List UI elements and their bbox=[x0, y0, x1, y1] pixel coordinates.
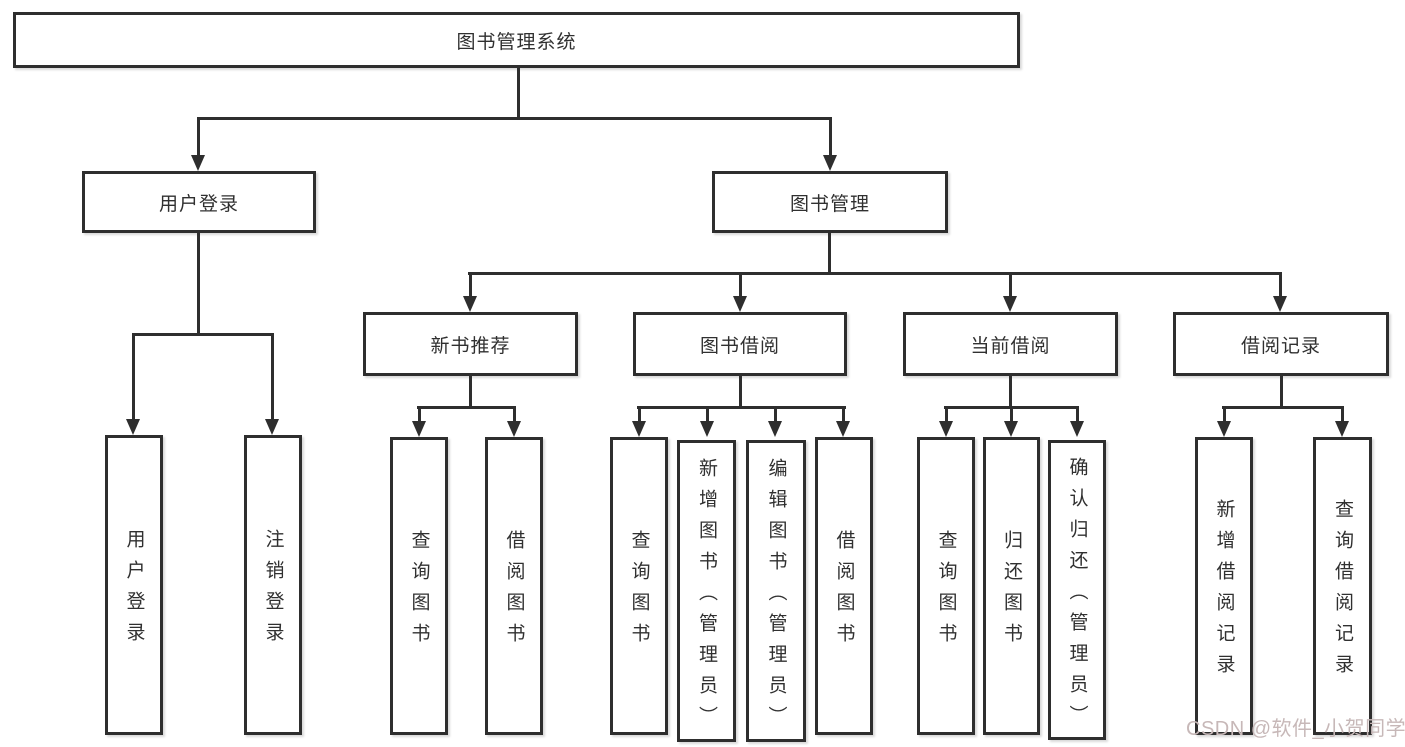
arrowhead-icon bbox=[191, 155, 205, 171]
node-book-management: 图书管理 bbox=[712, 171, 948, 233]
arrowhead-icon bbox=[463, 296, 477, 312]
arrowhead-icon bbox=[1003, 296, 1017, 312]
connector-line bbox=[637, 406, 846, 409]
node-label: 用户登录 bbox=[158, 193, 239, 215]
node-label: 查询图书 bbox=[935, 530, 957, 654]
connector-line bbox=[417, 406, 516, 409]
node-label: 借阅图书 bbox=[503, 530, 525, 654]
node-library-management-system: 图书管理系统 bbox=[13, 12, 1020, 68]
connector-line bbox=[739, 272, 742, 298]
connector-line bbox=[197, 117, 832, 120]
node-label: 借阅图书 bbox=[833, 530, 855, 654]
connector-line bbox=[197, 117, 200, 157]
connector-line bbox=[132, 333, 274, 336]
arrowhead-icon bbox=[1273, 296, 1287, 312]
connector-line bbox=[829, 117, 832, 157]
connector-line bbox=[469, 272, 472, 298]
node-label: 新书推荐 bbox=[430, 335, 511, 357]
node-label: 注销登录 bbox=[262, 529, 284, 653]
connector-line bbox=[945, 406, 948, 423]
connector-line bbox=[271, 333, 274, 421]
connector-line bbox=[1009, 272, 1012, 298]
connector-line bbox=[1076, 406, 1079, 423]
node-label: 归还图书 bbox=[1001, 530, 1022, 654]
connector-line bbox=[1341, 406, 1344, 423]
node-query-books-1: 查询图书 bbox=[390, 437, 448, 735]
node-label: 确认归还（管理员） bbox=[1066, 456, 1088, 736]
arrowhead-icon bbox=[1335, 421, 1349, 437]
connector-line bbox=[1279, 272, 1282, 298]
connector-line bbox=[1280, 376, 1283, 406]
arrowhead-icon bbox=[768, 421, 782, 437]
node-borrow-records: 借阅记录 bbox=[1173, 312, 1389, 376]
connector-line bbox=[1222, 406, 1343, 409]
node-label: 借阅记录 bbox=[1240, 335, 1321, 357]
arrowhead-icon bbox=[126, 419, 140, 435]
connector-line bbox=[774, 406, 777, 423]
arrowhead-icon bbox=[733, 296, 747, 312]
csdn-watermark: CSDN @软件_小贺同学 bbox=[1186, 718, 1405, 740]
connector-line bbox=[517, 68, 520, 117]
node-borrow-books-1: 借阅图书 bbox=[485, 437, 543, 735]
node-label: 新增借阅记录 bbox=[1213, 499, 1235, 685]
node-label: 图书管理系统 bbox=[456, 31, 577, 53]
node-user-login: 用户登录 bbox=[82, 171, 316, 233]
connector-line bbox=[706, 406, 709, 423]
connector-line bbox=[1010, 406, 1013, 423]
node-query-books-3: 查询图书 bbox=[917, 437, 975, 735]
connector-line bbox=[132, 333, 135, 421]
node-label: 图书管理 bbox=[789, 193, 870, 215]
arrowhead-icon bbox=[939, 421, 953, 437]
node-return-books: 归还图书 bbox=[983, 437, 1040, 735]
node-query-books-2: 查询图书 bbox=[610, 437, 668, 735]
arrowhead-icon bbox=[1004, 421, 1018, 437]
node-user-login-leaf: 用户登录 bbox=[105, 435, 163, 735]
arrowhead-icon bbox=[412, 421, 426, 437]
connector-line bbox=[468, 272, 1282, 275]
node-add-borrow-record: 新增借阅记录 bbox=[1195, 437, 1253, 735]
arrowhead-icon bbox=[700, 421, 714, 437]
node-label: 当前借阅 bbox=[970, 335, 1051, 357]
node-book-borrowing: 图书借阅 bbox=[633, 312, 847, 376]
arrowhead-icon bbox=[836, 421, 850, 437]
connector-line bbox=[638, 406, 641, 423]
connector-line bbox=[513, 406, 516, 423]
connector-line bbox=[842, 406, 845, 423]
node-query-borrow-record: 查询借阅记录 bbox=[1313, 437, 1372, 735]
arrowhead-icon bbox=[632, 421, 646, 437]
node-new-book-recommend: 新书推荐 bbox=[363, 312, 578, 376]
connector-line bbox=[739, 376, 742, 406]
arrowhead-icon bbox=[507, 421, 521, 437]
connector-line bbox=[197, 233, 200, 333]
arrowhead-icon bbox=[265, 419, 279, 435]
node-label: 新增图书（管理员） bbox=[696, 457, 717, 737]
node-current-borrowing: 当前借阅 bbox=[903, 312, 1118, 376]
connector-line bbox=[1223, 406, 1226, 423]
arrowhead-icon bbox=[1070, 421, 1084, 437]
arrowhead-icon bbox=[1217, 421, 1231, 437]
node-label: 图书借阅 bbox=[699, 335, 780, 357]
connector-line bbox=[418, 406, 421, 423]
connector-line bbox=[469, 376, 472, 406]
node-confirm-return-admin: 确认归还（管理员） bbox=[1048, 440, 1106, 740]
node-label: 查询借阅记录 bbox=[1332, 499, 1353, 685]
arrowhead-icon bbox=[823, 155, 837, 171]
node-borrow-books-2: 借阅图书 bbox=[815, 437, 873, 735]
node-edit-book-admin: 编辑图书（管理员） bbox=[746, 440, 806, 742]
connector-line bbox=[1009, 376, 1012, 406]
node-label: 编辑图书（管理员） bbox=[765, 457, 787, 737]
connector-line bbox=[828, 233, 831, 272]
node-label: 用户登录 bbox=[123, 529, 145, 653]
node-label: 查询图书 bbox=[628, 530, 650, 654]
node-label: 查询图书 bbox=[408, 530, 430, 654]
node-add-book-admin: 新增图书（管理员） bbox=[677, 440, 736, 742]
node-logout-leaf: 注销登录 bbox=[244, 435, 302, 735]
